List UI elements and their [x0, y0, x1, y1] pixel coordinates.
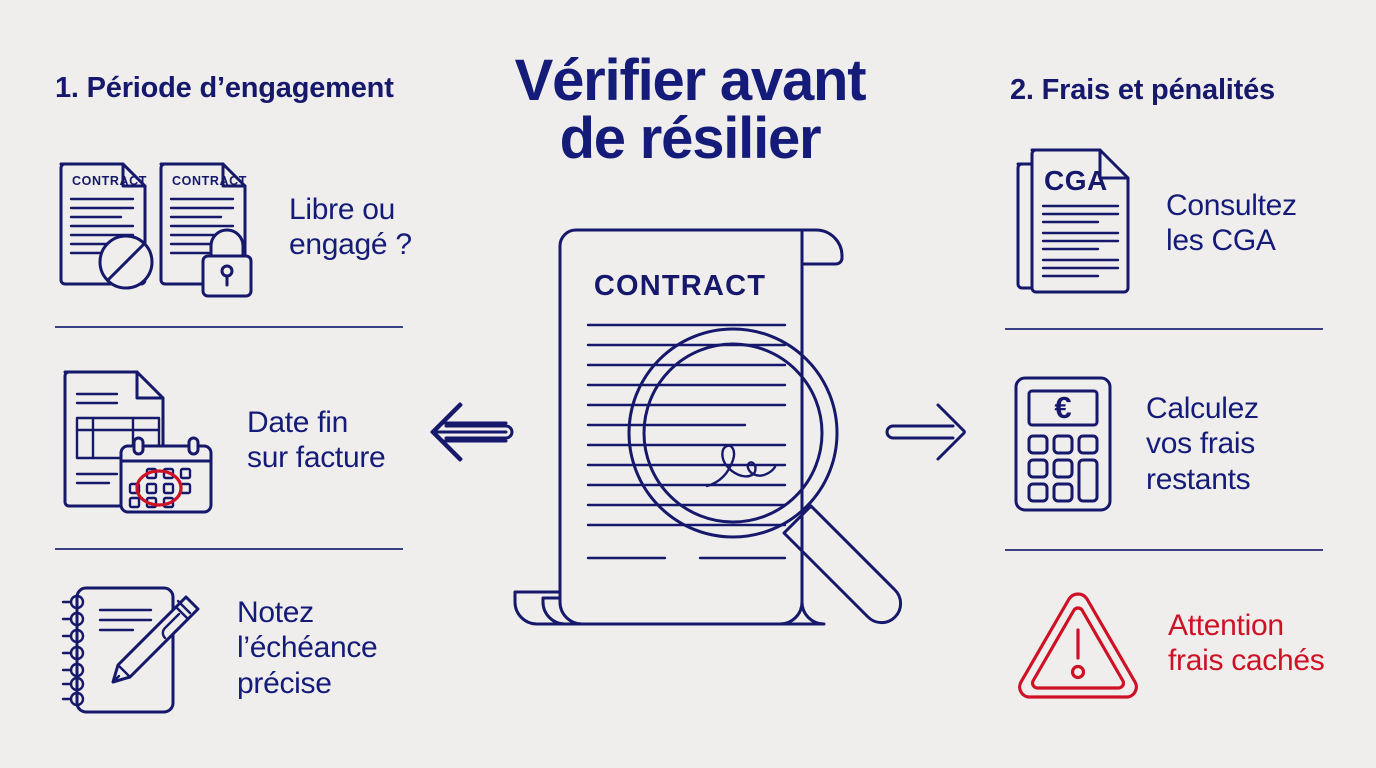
- list-item-label-line3: précise: [237, 666, 332, 700]
- list-item-label-line3: restants: [1146, 462, 1251, 496]
- two-contracts-prohibited-locked-icon: CONTRACT CONTRACT: [55, 152, 271, 302]
- list-item-label-line1: Notez: [237, 595, 314, 629]
- right-column-heading: 2. Frais et pénalités: [1010, 74, 1275, 106]
- list-item-label-line2: frais cachés: [1168, 644, 1325, 677]
- list-item-label-line2: sur facture: [247, 441, 386, 474]
- calculator-euro-icon: €: [1010, 372, 1116, 516]
- cga-document-icon: CGA: [1010, 140, 1140, 306]
- left-column-heading: 1. Période d’engagement: [55, 72, 394, 104]
- list-item-label-line2: vos frais: [1146, 427, 1255, 461]
- list-item-label: Date fin sur facture: [247, 405, 386, 476]
- svg-text:CONTRACT: CONTRACT: [72, 174, 147, 188]
- list-item-label: Libre ou engagé ?: [289, 192, 412, 263]
- divider: [55, 326, 403, 328]
- warning-triangle-icon: [1010, 580, 1146, 706]
- list-item-label-line2: l’échéance: [237, 631, 378, 665]
- divider: [1005, 328, 1323, 330]
- list-item: CONTRACT CONTRACT: [55, 152, 412, 302]
- list-item-label-line2: les CGA: [1166, 224, 1276, 257]
- arrow-left-icon: [420, 392, 514, 472]
- list-item: CGA Consultez les CGA: [1010, 140, 1297, 306]
- contract-magnifier-icon: CONTRACT: [495, 218, 965, 658]
- center-document-title: CONTRACT: [594, 270, 766, 302]
- list-item-label: Calculez vos frais restants: [1146, 391, 1259, 497]
- svg-text:CONTRACT: CONTRACT: [172, 174, 247, 188]
- list-item: Attention frais cachés: [1010, 580, 1325, 706]
- svg-text:CGA: CGA: [1044, 165, 1108, 196]
- list-item-label-line1: Date fin: [247, 405, 348, 439]
- page-title: Vérifier avant de résilier: [440, 52, 940, 168]
- divider: [1005, 549, 1323, 551]
- euro-symbol: €: [1054, 390, 1071, 425]
- list-item: Notez l’échéance précise: [55, 578, 378, 718]
- list-item-label: Consultez les CGA: [1166, 188, 1297, 259]
- notepad-pen-icon: [55, 578, 215, 718]
- page-title-line1: Vérifier avant: [514, 48, 867, 113]
- list-item-label-line1: Calculez: [1146, 391, 1259, 425]
- list-item-label: Attention frais cachés: [1168, 608, 1325, 679]
- list-item-label-line1: Libre ou: [289, 192, 396, 226]
- list-item: Date fin sur facture: [55, 362, 386, 518]
- list-item: € Calculez vos frais restan: [1010, 372, 1259, 516]
- divider: [55, 548, 403, 550]
- list-item-label-line1: Consultez: [1166, 188, 1297, 222]
- arrow-right-icon: [885, 392, 979, 472]
- page-title-line2: de résilier: [559, 106, 822, 171]
- invoice-calendar-icon: [55, 362, 221, 518]
- list-item-label: Notez l’échéance précise: [237, 595, 378, 701]
- list-item-label-line2: engagé ?: [289, 228, 412, 261]
- list-item-label-line1: Attention: [1168, 608, 1284, 642]
